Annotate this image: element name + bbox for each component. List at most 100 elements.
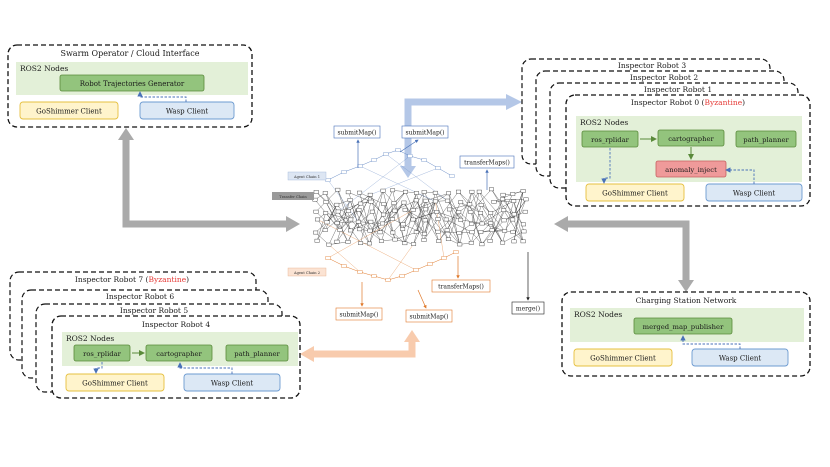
dag-edge [447, 230, 460, 245]
robot4-path-planner-label: path_planner [234, 350, 280, 358]
dag-edge [471, 191, 483, 224]
dag-transaction-node [435, 229, 441, 234]
dag-transaction-node [447, 207, 452, 212]
merge-call[interactable]: merge() [511, 301, 545, 315]
dag-transaction-node [500, 240, 506, 245]
top-transfer-maps[interactable]: transferMaps() [459, 155, 515, 169]
dag-transaction-node [335, 187, 341, 192]
dag-edge [490, 200, 514, 214]
operator-wasp-label: Wasp Client [166, 108, 209, 116]
dag-transaction-node [367, 192, 373, 197]
dag-edge [328, 244, 361, 273]
dag-edge [350, 211, 373, 231]
dag-transaction-node [410, 208, 416, 212]
robot-trajectories-label: Robot Trajectories Generator [80, 80, 185, 88]
robot4-ros-rplidar-node[interactable] [73, 344, 131, 362]
dag-transaction-node [313, 190, 319, 194]
dag-transaction-node [395, 148, 401, 152]
dag-edge [337, 189, 351, 220]
dag-transaction-node [500, 192, 506, 197]
dag-transaction-node [392, 237, 398, 242]
dag-transaction-node [469, 230, 475, 235]
dag-transaction-node [523, 197, 529, 202]
dag-edge [513, 201, 524, 242]
dag-edge [350, 203, 361, 220]
dag-transaction-node [491, 200, 497, 204]
dag-transaction-node [402, 207, 408, 212]
dag-transaction-node [380, 212, 386, 217]
dag-transaction-node [357, 164, 363, 168]
dag-edge [481, 220, 505, 245]
dag-edge [490, 222, 503, 243]
charging-goshimmer-client[interactable] [573, 348, 673, 367]
robot4-path-planner-node[interactable] [225, 344, 289, 362]
dag-transaction-node [446, 191, 452, 196]
dag-edge [469, 191, 480, 205]
bottom-submit-map-1[interactable]: submitMap() [335, 307, 383, 321]
dag-transaction-node [334, 239, 340, 244]
robot0-ros-rplidar-node[interactable] [581, 130, 639, 148]
dag-transaction-node [510, 192, 516, 196]
robot4-goshimmer-client[interactable] [65, 373, 165, 392]
operator-goshimmer-client[interactable] [19, 101, 119, 120]
dag-edge [446, 219, 473, 233]
robot0-goshimmer-label: GoShimmer Client [602, 190, 668, 198]
dag-edge [481, 230, 493, 245]
dag-edge [413, 201, 436, 211]
robot4-cartographer-label: cartographer [156, 350, 202, 358]
bottom-submit-map-2[interactable]: submitMap() [405, 309, 453, 323]
dag-edge [326, 211, 339, 223]
dag-transaction-node [435, 217, 441, 221]
dag-edge [446, 219, 460, 245]
dag-edge [370, 201, 384, 215]
dag-edge [449, 209, 460, 245]
dag-edge [413, 220, 426, 245]
dag-edge [343, 165, 361, 173]
robot0-path-planner-node[interactable] [735, 130, 797, 148]
dag-transaction-node [345, 190, 351, 195]
dag-edge [425, 209, 449, 240]
dag-transaction-node [469, 221, 475, 226]
dag-transaction-node [345, 209, 351, 213]
dag-transaction-node [323, 211, 329, 215]
robot0-title: Inspector Robot 0 (Byzantine) [631, 98, 745, 107]
robot0-cartographer-node[interactable] [657, 129, 725, 147]
dag-edge [370, 221, 396, 240]
robot-trajectories-node[interactable] [59, 74, 205, 92]
operator-goshimmer-label: GoShimmer Client [36, 108, 102, 116]
dag-transaction-node [347, 198, 353, 202]
dag-transaction-node [399, 274, 405, 278]
dag-transaction-node [391, 201, 397, 205]
dag-transaction-node [467, 202, 473, 207]
operator-wasp-client[interactable] [139, 101, 235, 120]
dag-transaction-node [323, 200, 329, 204]
dag-edge [358, 209, 371, 231]
dag-transaction-node [421, 238, 427, 242]
dag-edge [424, 201, 436, 234]
dag-edge [479, 191, 505, 221]
dag-edge [359, 192, 371, 231]
dag-edges [314, 149, 527, 281]
dag-transaction-node [476, 189, 482, 194]
agent-chain-1-label: Agent Chain 1 [293, 175, 320, 179]
dag-transaction-node [457, 242, 463, 247]
dag-transaction-node [520, 222, 526, 227]
robot0-goshimmer-client[interactable] [585, 183, 685, 202]
bottom-transfer-maps[interactable]: transferMaps() [431, 279, 491, 293]
dag-edge [448, 193, 460, 245]
dag-transaction-node [322, 228, 328, 232]
dag-transaction-node [413, 230, 419, 235]
dag-transaction-node [324, 220, 330, 225]
top-transfer-maps-label: transferMaps() [464, 160, 510, 167]
dag-edge [404, 200, 427, 244]
dag-transaction-node [478, 230, 484, 234]
dag-edge [493, 200, 514, 202]
dag-edge [471, 191, 480, 224]
robot4-wasp-label: Wasp Client [211, 380, 254, 388]
top-submit-map-2[interactable]: submitMap() [401, 125, 449, 139]
top-submit-map-1[interactable]: submitMap() [333, 125, 381, 139]
robot4-cartographer-node[interactable] [145, 344, 213, 362]
merged-map-publisher-node[interactable] [633, 317, 733, 335]
dag-transaction-node [335, 209, 341, 214]
